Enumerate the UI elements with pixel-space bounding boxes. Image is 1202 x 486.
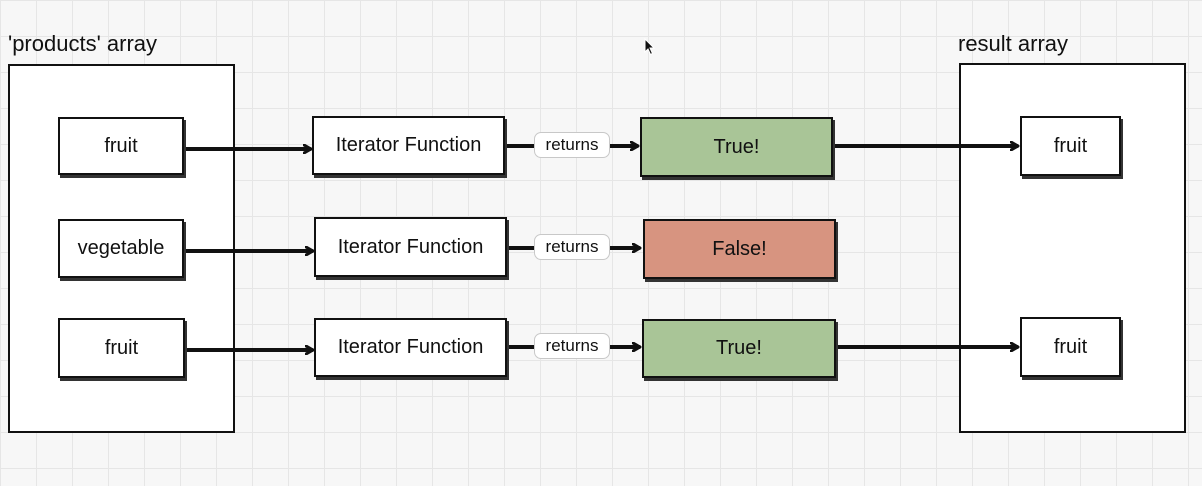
result-false-2: False!	[643, 219, 836, 279]
products-item-vegetable: vegetable	[58, 219, 184, 278]
result-item-fruit-1: fruit	[1020, 116, 1121, 176]
result-item-fruit-3: fruit	[1020, 317, 1121, 377]
returns-label-2: returns	[534, 234, 610, 260]
returns-label-1: returns	[534, 132, 610, 158]
result-array-title: result array	[958, 31, 1069, 56]
result-true-3: True!	[642, 319, 836, 378]
result-true-1: True!	[640, 117, 833, 177]
iterator-function-1: Iterator Function	[312, 116, 505, 175]
returns-label-3: returns	[534, 333, 610, 359]
iterator-function-2: Iterator Function	[314, 217, 507, 277]
products-array-title: 'products' array	[8, 31, 158, 56]
iterator-function-3: Iterator Function	[314, 318, 507, 377]
products-item-fruit-3: fruit	[58, 318, 185, 378]
mouse-cursor-icon	[644, 38, 656, 56]
products-item-fruit-1: fruit	[58, 117, 184, 175]
